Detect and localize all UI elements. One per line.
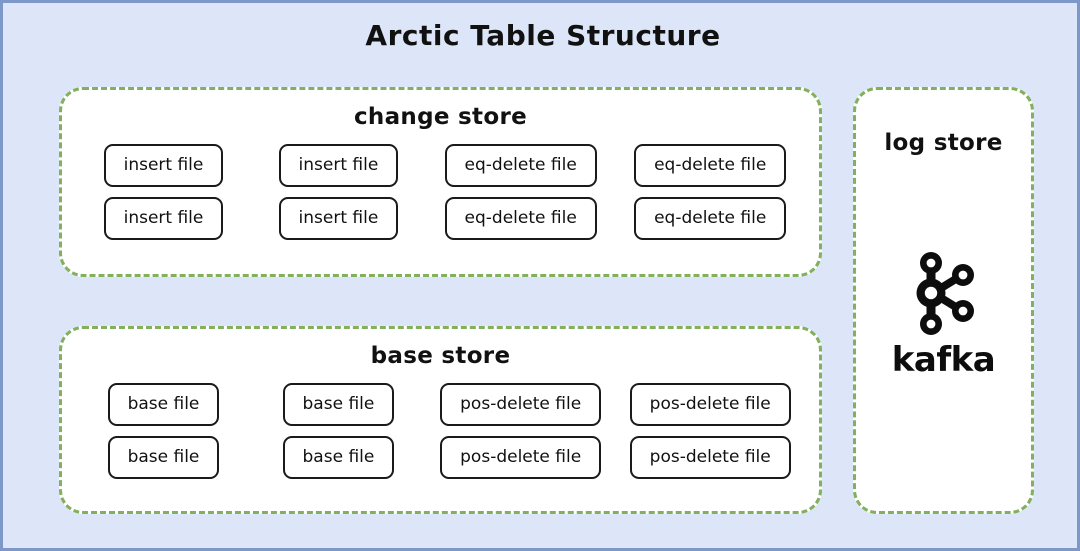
file-cell: base file [251, 383, 426, 426]
file-cell: insert file [251, 144, 426, 187]
change-store-panel: change store insert file insert file eq-… [59, 87, 822, 277]
file-cell: base file [251, 436, 426, 479]
file-cell: insert file [76, 144, 251, 187]
file-cell: pos-delete file [426, 383, 616, 426]
change-store-row-2: insert file insert file eq-delete file e… [76, 197, 805, 240]
file-cell: eq-delete file [615, 197, 805, 240]
base-store-file-grid: base file base file pos-delete file pos-… [62, 383, 819, 479]
change-store-row-1: insert file insert file eq-delete file e… [76, 144, 805, 187]
file-box-insert-file[interactable]: insert file [278, 197, 399, 240]
file-cell: pos-delete file [615, 383, 805, 426]
file-cell: insert file [76, 197, 251, 240]
file-box-base-file[interactable]: base file [282, 383, 395, 426]
file-cell: insert file [251, 197, 426, 240]
change-store-heading: change store [353, 104, 527, 130]
file-box-pos-delete-file[interactable]: pos-delete file [629, 383, 791, 426]
base-store-row-1: base file base file pos-delete file pos-… [76, 383, 805, 426]
file-cell: base file [76, 383, 251, 426]
file-box-eq-delete-file[interactable]: eq-delete file [444, 197, 597, 240]
kafka-brand-block: kafka [856, 250, 1031, 380]
file-cell: pos-delete file [426, 436, 616, 479]
file-cell: pos-delete file [615, 436, 805, 479]
file-box-eq-delete-file[interactable]: eq-delete file [634, 197, 787, 240]
file-cell: eq-delete file [426, 197, 616, 240]
file-box-pos-delete-file[interactable]: pos-delete file [629, 436, 791, 479]
file-box-pos-delete-file[interactable]: pos-delete file [440, 383, 602, 426]
file-box-pos-delete-file[interactable]: pos-delete file [440, 436, 602, 479]
kafka-wordmark: kafka [891, 340, 996, 380]
file-cell: eq-delete file [426, 144, 616, 187]
change-store-file-grid: insert file insert file eq-delete file e… [62, 144, 819, 240]
file-box-insert-file[interactable]: insert file [278, 144, 399, 187]
file-box-eq-delete-file[interactable]: eq-delete file [634, 144, 787, 187]
base-store-heading: base store [370, 343, 511, 369]
file-box-insert-file[interactable]: insert file [103, 144, 224, 187]
file-box-eq-delete-file[interactable]: eq-delete file [444, 144, 597, 187]
log-store-heading: log store [884, 130, 1003, 156]
base-store-row-2: base file base file pos-delete file pos-… [76, 436, 805, 479]
file-cell: base file [76, 436, 251, 479]
file-box-insert-file[interactable]: insert file [103, 197, 224, 240]
kafka-logo-icon [916, 252, 974, 335]
file-box-base-file[interactable]: base file [282, 436, 395, 479]
file-box-base-file[interactable]: base file [107, 436, 220, 479]
log-store-panel: log store [853, 87, 1034, 514]
base-store-panel: base store base file base file pos-delet… [59, 326, 822, 514]
file-box-base-file[interactable]: base file [107, 383, 220, 426]
page-title: Arctic Table Structure [365, 19, 721, 52]
file-cell: eq-delete file [615, 144, 805, 187]
